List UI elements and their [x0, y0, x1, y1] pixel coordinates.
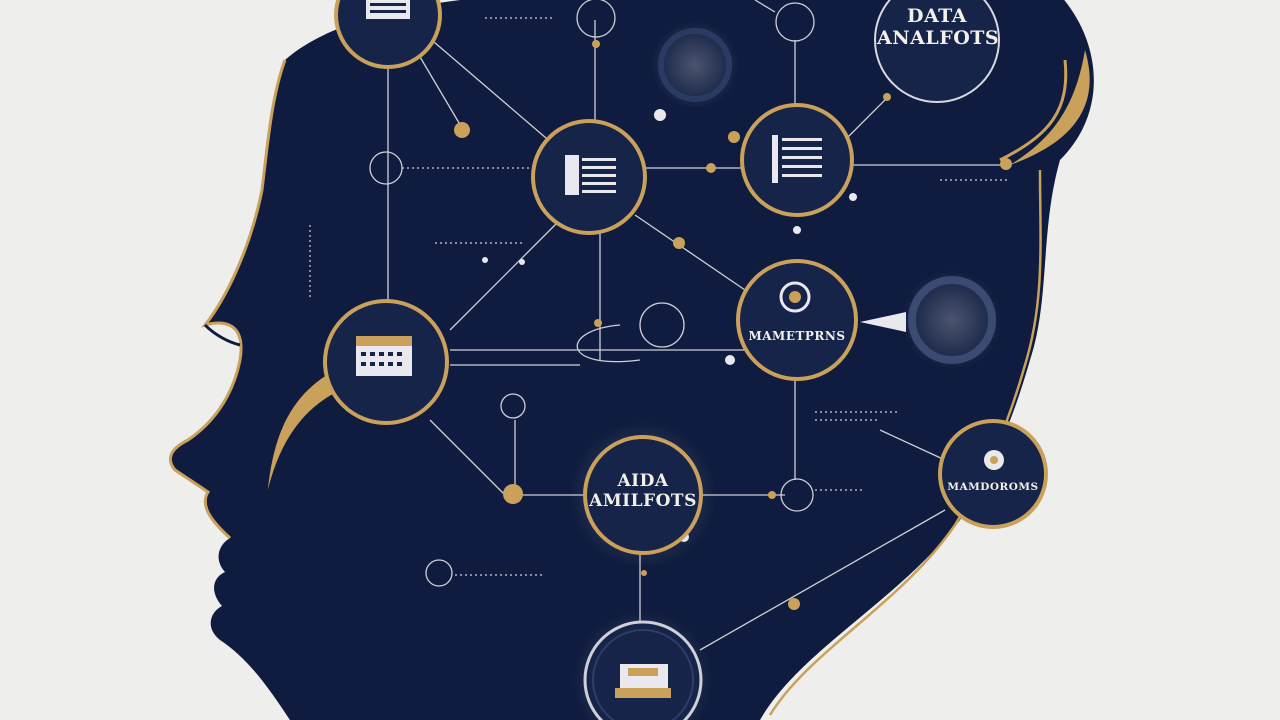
node-right-mid: [736, 259, 858, 381]
node-top-right: [874, 0, 1000, 103]
compass-icon: [984, 450, 1004, 470]
node-bottom: [573, 610, 713, 720]
barcode-list-icon: [772, 135, 822, 183]
network-connections: [387, 0, 1010, 651]
newspaper-icon: [366, 0, 410, 19]
node-hub-left: [531, 119, 647, 235]
calendar-icon: [356, 336, 412, 376]
head-silhouette: [170, 0, 1094, 720]
decorative-dashes: [309, 17, 1010, 576]
head-outline: [169, 59, 287, 540]
gold-dots: [454, 40, 1012, 610]
small-rings: [369, 0, 815, 587]
node-left-mid: [323, 299, 449, 425]
printer-icon: [615, 664, 671, 698]
large-rings: [651, 21, 1002, 370]
eyelash: [203, 323, 241, 347]
node-top-left: [334, 0, 442, 69]
node-hub-right: [740, 103, 854, 217]
hair-swoosh-inner: [999, 59, 1068, 162]
document-list-icon: [565, 155, 616, 195]
node-center: [569, 421, 717, 569]
gear-icon: [779, 281, 811, 313]
pointer-triangle: [860, 312, 906, 332]
hair-swoosh: [1010, 50, 1090, 165]
node-far-right: [938, 419, 1048, 529]
